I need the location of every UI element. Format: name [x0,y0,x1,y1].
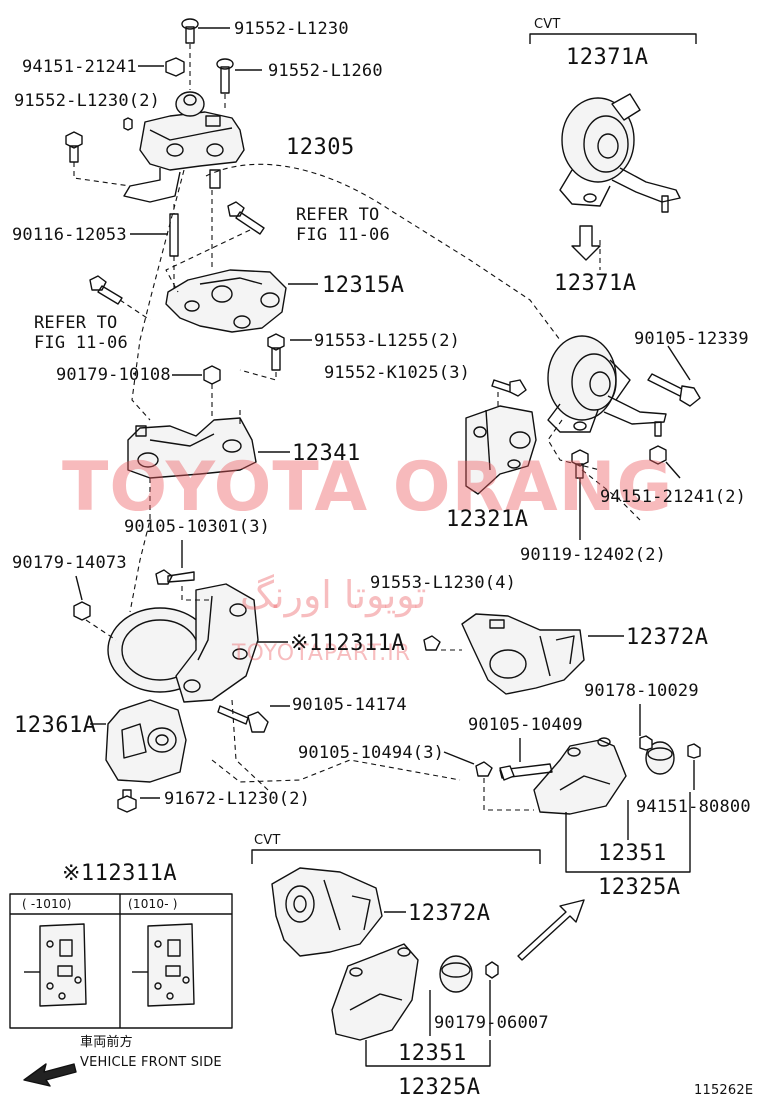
dashed-leader-lines [73,44,641,811]
label-91553-l1255: 91553-L1255(2) [314,331,461,351]
inset-column-early: ( -1010) [22,897,72,911]
label-91552-l1230: 91552-L1230 [234,19,349,39]
label-fig-11-06-1: FIG 11-06 [296,225,390,245]
vehicle-front-label-jp: 車両前方 [80,1035,133,1050]
label-90178-10029: 90178-10029 [584,681,699,701]
label-94151-80800: 94151-80800 [636,797,751,817]
label-12341: 12341 [292,441,361,466]
label-94151-21241: 94151-21241 [22,57,137,77]
label-90179-14073: 90179-14073 [12,553,127,573]
label-90105-12339: 90105-12339 [634,329,749,349]
bolt-91672-l1230 [117,789,160,813]
label-cvt-bottom: CVT [254,833,281,848]
label-12325a-bottom: 12325A [398,1075,481,1100]
label-12371a-top: 12371A [566,45,649,70]
bolt-90105-10301 [155,540,195,585]
label-91672-l1230: 91672-L1230(2) [164,789,311,809]
label-90116-12053: 90116-12053 [12,225,127,245]
label-90105-10494: 90105-10494(3) [298,743,445,763]
watermark-site: TOYOTAPART.IR [232,641,412,666]
bolt-refer-fig-11-06-upper [227,201,265,235]
bolt-91552-k1025 [491,379,527,397]
nut-94151-21241-2 [649,445,681,479]
bolt-refer-fig-11-06-lower [89,275,123,305]
label-fig-11-06-2: FIG 11-06 [34,333,128,353]
bolt-90105-12339 [647,345,701,407]
inset-box [9,893,233,1029]
label-12372a-cvt: 12372A [408,901,491,926]
label-12321a: 12321A [446,507,529,532]
vehicle-front-arrow [23,1063,77,1087]
bolt-91553-l1230 [423,635,441,651]
callout-12325a-bottom [365,1040,491,1067]
cvt-bracket-line [529,33,697,44]
inset-column-late: (1010- ) [128,897,178,911]
vehicle-front-label-en: VEHICLE FRONT SIDE [80,1055,222,1070]
figure-code: 115262E [694,1083,754,1098]
label-91552-l1260: 91552-L1260 [268,61,383,81]
label-90105-10301: 90105-10301(3) [124,517,271,537]
mount-12361a [90,699,187,783]
label-12351-bottom: 12351 [398,1041,467,1066]
inset-bracket-late [132,923,195,1007]
label-12315a: 12315A [322,273,405,298]
label-90179-06007: 90179-06007 [434,1013,549,1033]
label-12361a: 12361A [14,713,97,738]
label-91552-l1230-2: 91552-L1230(2) [14,91,161,111]
inset-title: ※112311A [62,861,178,886]
mount-12372a-cvt [271,867,406,957]
label-91553-l1230: 91553-L1230(4) [370,573,517,593]
nut-94151-21241 [138,57,185,77]
label-12371a-mid: 12371A [554,271,637,296]
mount-12372a [461,613,624,695]
nut-90179-14073 [73,575,91,621]
label-90179-10108: 90179-10108 [56,365,171,385]
engine-mount-12305 [123,91,245,203]
bolt-90105-10494 [443,751,493,777]
mount-12371a [547,335,667,437]
callout-12325a-right [565,792,691,873]
label-90105-14174: 90105-14174 [292,695,407,715]
label-12311a: ※112311A [290,631,406,656]
bolt-90119-12402 [571,449,589,540]
bolt-90105-10409 [499,738,553,781]
nut-90179-10108 [172,365,221,385]
label-cvt-top: CVT [534,17,561,32]
label-refer-to-1: REFER TO [296,205,380,225]
bracket-12351-right [533,704,701,815]
bracket-12315a [165,269,318,333]
bracket-12311a [107,583,288,703]
label-12351-right: 12351 [598,841,667,866]
mount-12371a-cvt [559,93,681,213]
label-refer-to-2: REFER TO [34,313,118,333]
bolt-91552-l1260 [216,58,262,94]
bolt-91552-l1230-2 [65,117,133,163]
label-12372a: 12372A [626,625,709,650]
diagonal-arrow [517,899,585,961]
bolt-90105-14174 [217,705,290,733]
watermark-persian: تویوتا اورنگ [240,573,427,617]
inset-bracket-early [24,923,87,1007]
label-94151-21241-2: 94151-21241(2) [600,487,747,507]
watermark-main: TOYOTA ORANG [62,448,674,527]
stud-90116-12053 [130,213,179,257]
cvt-bottom-bracket-line [251,849,541,864]
label-91552-k1025: 91552-K1025(3) [324,363,471,383]
bracket-12351-cvt [331,943,499,1041]
down-arrow [571,225,601,261]
label-90119-12402: 90119-12402(2) [520,545,667,565]
label-12305: 12305 [286,135,355,160]
label-12325a-right: 12325A [598,875,681,900]
bolt-91552-l1230 [181,18,230,44]
label-90105-10409: 90105-10409 [468,715,583,735]
bolt-91553-l1255 [267,333,312,371]
bracket-12321a [465,405,537,495]
